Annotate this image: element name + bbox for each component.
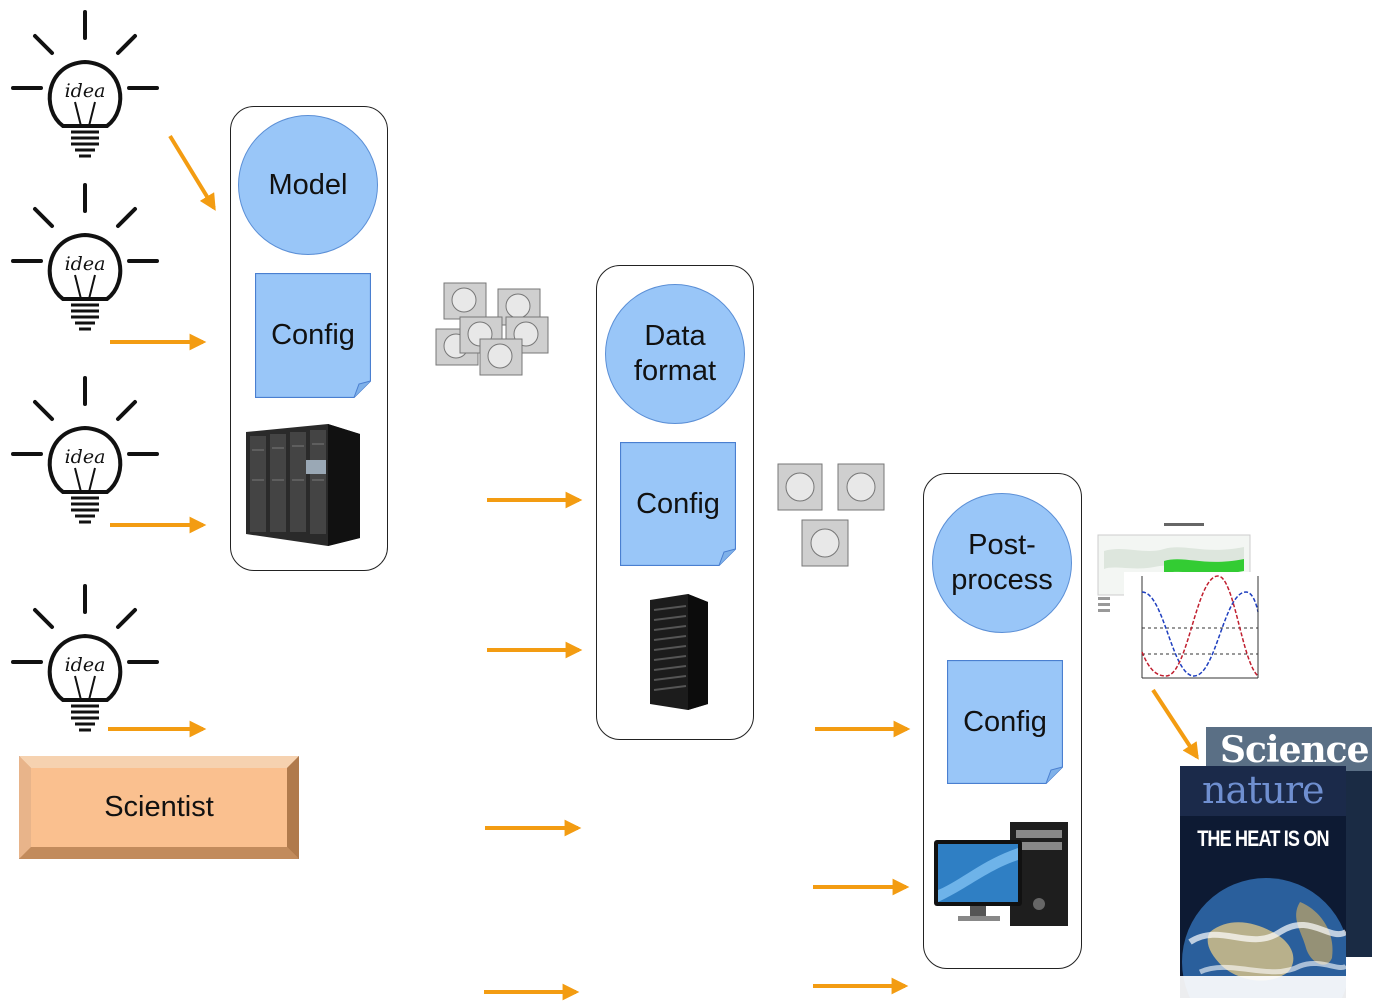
post-process-circle: Post-process (932, 493, 1072, 633)
sine-plot-icon (1124, 572, 1262, 684)
arrow-idea-1 (168, 134, 216, 211)
scientist-box: Scientist (18, 755, 300, 860)
desktop-computer-icon (934, 822, 1068, 926)
config-note-3: Config (947, 660, 1063, 784)
hard-drive-stack-icon (777, 463, 885, 567)
config-label: Config (271, 319, 355, 351)
config-label: Config (636, 487, 720, 520)
earth-image-icon (1180, 878, 1346, 998)
nature-headline: THE HEAT IS ON (1197, 826, 1329, 851)
config-label: Config (963, 705, 1047, 738)
scientist-label: Scientist (104, 791, 214, 823)
idea-text: idea (65, 253, 106, 275)
hard-drive-stack-icon (435, 282, 549, 376)
idea-bulb-icon: idea (11, 10, 159, 158)
idea-text: idea (65, 654, 106, 676)
arrow-to-journal (1151, 688, 1199, 760)
post-process-label-line1: Post- (968, 529, 1036, 561)
model-label: Model (268, 168, 348, 201)
nature-title: nature (1202, 768, 1325, 812)
supercomputer-icon (246, 424, 360, 546)
idea-text: idea (65, 446, 106, 468)
post-process-label-line2: process (951, 564, 1053, 596)
science-title: Science (1220, 729, 1369, 771)
config-note-2: Config (620, 442, 736, 566)
model-circle: Model (238, 115, 378, 255)
nature-journal-cover: nature THE HEAT IS ON (1180, 766, 1346, 998)
config-note-1: Config (255, 273, 371, 398)
idea-bulb-icon: idea (11, 376, 159, 524)
idea-text: idea (65, 80, 106, 102)
data-format-label-line2: format (633, 355, 717, 387)
server-tower-icon (650, 594, 708, 710)
idea-bulb-icon: idea (11, 183, 159, 331)
idea-bulb-icon: idea (11, 584, 159, 732)
data-format-label-line1: Data (644, 320, 706, 352)
